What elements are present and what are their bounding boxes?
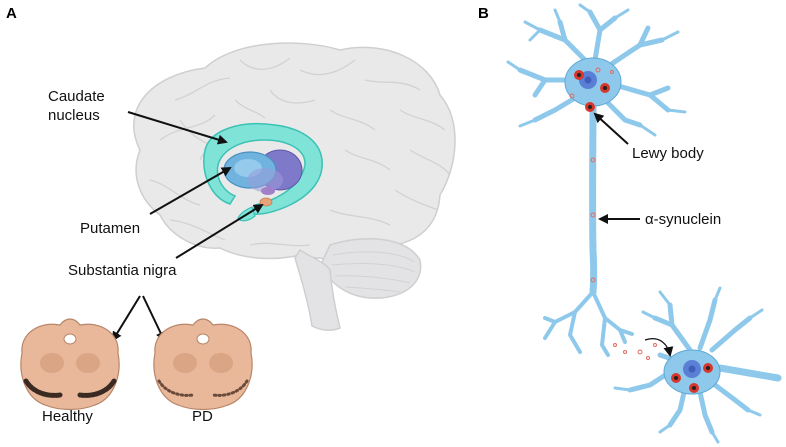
caudate-label: Caudate nucleus — [48, 88, 109, 124]
depigmented-nigra-left — [157, 379, 195, 397]
substantia-nigra-label: Substantia nigra — [68, 262, 177, 279]
lower-lewy-bodies — [671, 363, 713, 393]
axon-terminals — [543, 290, 634, 357]
lewy-body-core — [706, 366, 710, 370]
putamen-arrow — [149, 167, 232, 215]
aqueduct — [63, 333, 77, 345]
midbrain-pd — [153, 318, 253, 411]
red-nucleus-left — [40, 353, 64, 373]
pd-label: PD — [192, 408, 213, 425]
upper-dendrite-tips — [506, 3, 687, 137]
pigmented-nigra-right — [77, 378, 117, 398]
lower-axon — [716, 364, 782, 382]
lewy-body-arrow — [593, 112, 629, 145]
midbrain-healthy — [20, 318, 120, 411]
caudate-label-line1: Caudate — [48, 88, 105, 105]
lewy-body-core — [588, 105, 592, 109]
pd-arrow — [142, 295, 166, 342]
lewy-body-core — [692, 386, 696, 390]
axon — [589, 101, 598, 296]
lewy-body-label: Lewy body — [632, 145, 704, 162]
thalamus — [247, 168, 283, 192]
caudate-nucleus — [203, 123, 323, 215]
caudate-label-line2: nucleus — [48, 107, 100, 124]
panel-a: A — [6, 5, 456, 425]
gyri — [149, 57, 451, 247]
depigmented-nigra-right — [211, 379, 249, 397]
lower-neuron — [613, 286, 782, 444]
caudate-arrow — [127, 111, 228, 145]
upper-lewy-bodies — [574, 70, 610, 112]
panel-a-letter: A — [6, 5, 17, 22]
red-nucleus-right — [209, 353, 233, 373]
upper-neuron — [506, 3, 687, 357]
subthalamic-nucleus — [261, 187, 275, 195]
lewy-body-core — [577, 73, 581, 77]
pigmented-nigra-left — [23, 378, 63, 398]
upper-nucleolus — [584, 76, 592, 84]
propagation-arrow — [644, 338, 674, 357]
panel-b-letter: B — [478, 5, 489, 22]
midbrain-outline — [153, 318, 253, 411]
lower-dendrite-tips — [613, 286, 764, 444]
brain-illustration — [133, 42, 456, 331]
red-nucleus-left — [173, 353, 197, 373]
synuclein-particles — [569, 67, 657, 360]
cerebellum-folia — [331, 251, 416, 293]
healthy-label: Healthy — [42, 408, 93, 425]
healthy-arrow — [111, 295, 141, 342]
brainstem — [294, 248, 341, 331]
synuclein-label: α-synuclein — [645, 211, 721, 228]
lewy-body-core — [603, 86, 607, 90]
aqueduct — [196, 333, 210, 345]
cerebellum — [321, 238, 422, 299]
red-nucleus-right — [76, 353, 100, 373]
putamen-label: Putamen — [80, 220, 140, 237]
panel-b: B — [478, 3, 782, 444]
lower-nucleolus — [688, 365, 696, 373]
substantia-nigra-arrow — [175, 203, 264, 259]
midbrain-outline — [20, 318, 120, 411]
cerebrum — [133, 42, 456, 260]
lewy-body-core — [674, 376, 678, 380]
